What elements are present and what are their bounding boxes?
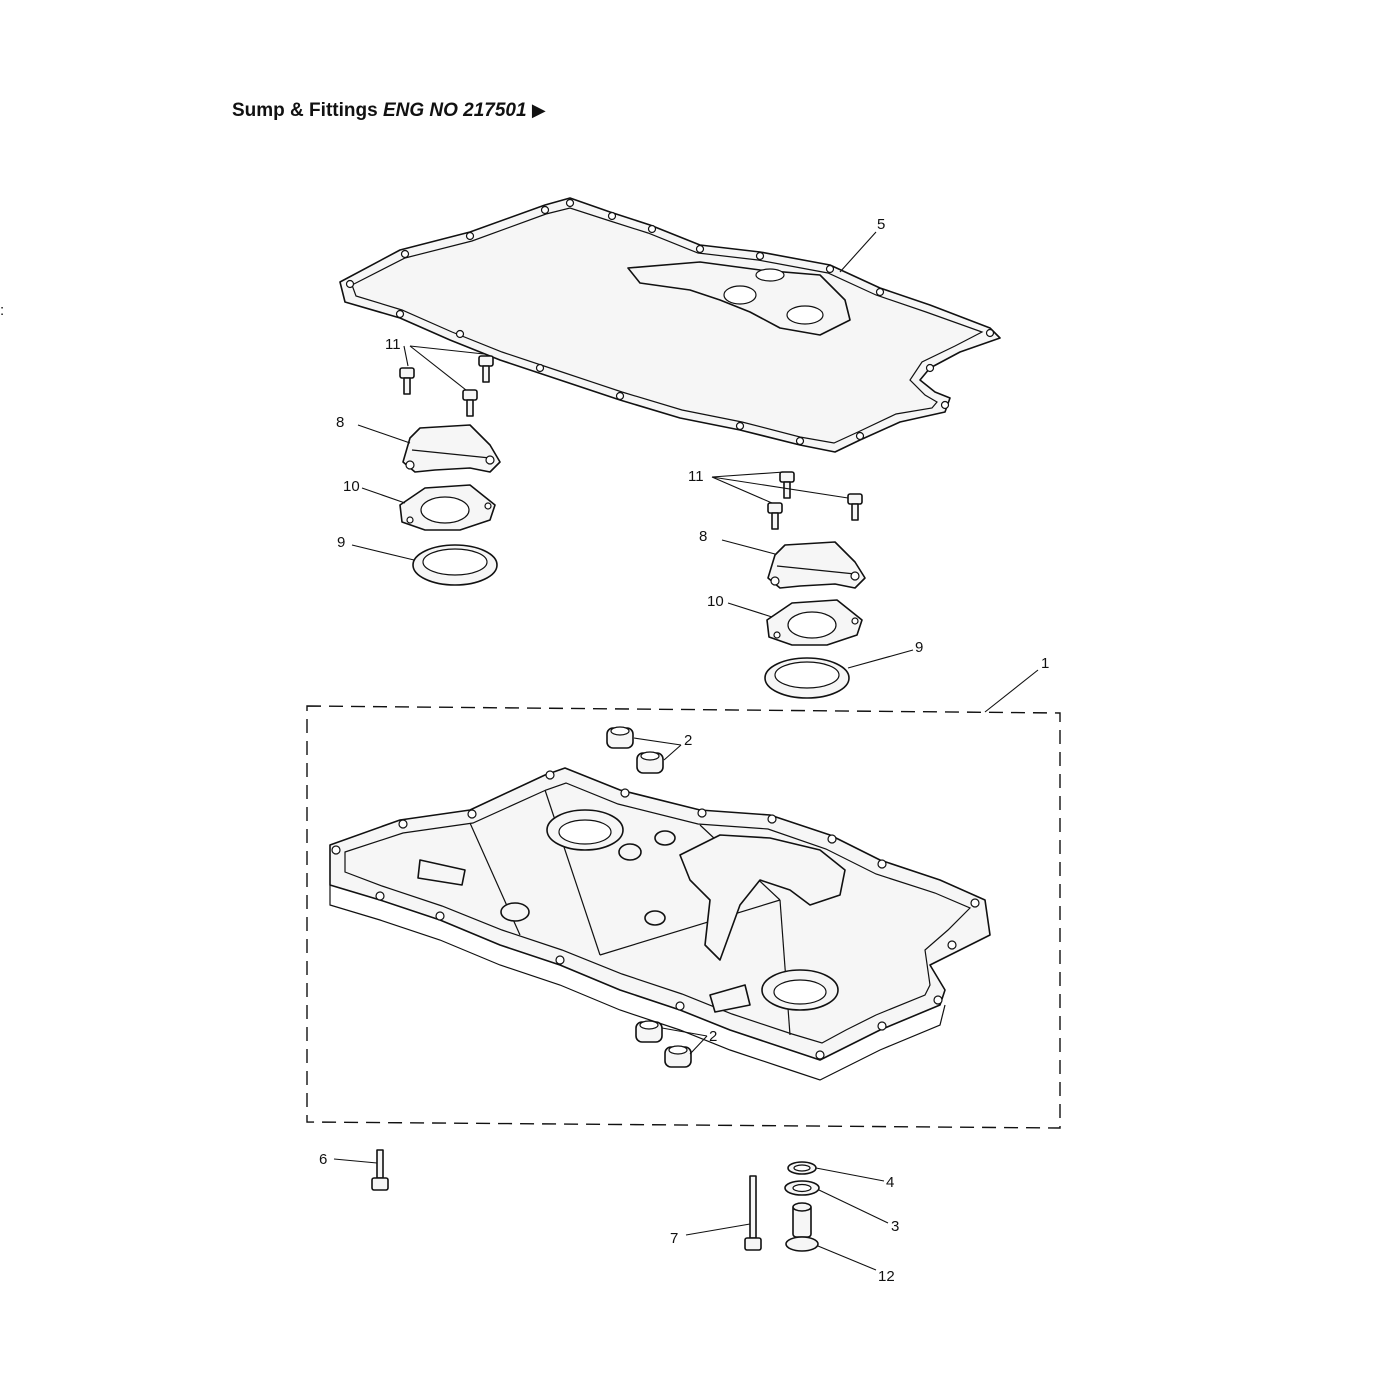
drain-plug-12 — [785, 1202, 819, 1252]
callout-11-right: 11 — [688, 468, 704, 485]
callout-9-right: 9 — [915, 639, 923, 656]
page-title: Sump & Fittings ENG NO 217501 ▶ — [232, 100, 546, 122]
margin-mark: : — [0, 302, 4, 319]
dowel-pair-bottom — [635, 1020, 692, 1068]
callout-10-left: 10 — [343, 478, 360, 495]
sump-bolt-bosses — [331, 770, 980, 1060]
flange-gasket-right — [766, 599, 863, 646]
washer-3 — [784, 1180, 820, 1196]
callout-2-bottom: 2 — [709, 1028, 717, 1045]
callout-2-top: 2 — [684, 732, 692, 749]
callout-11-left: 11 — [385, 336, 401, 353]
callout-5: 5 — [877, 216, 885, 233]
title-engine-number: ENG NO 217501 — [382, 100, 527, 121]
sump-pan — [329, 767, 991, 1081]
dowel-pair-top — [606, 726, 664, 774]
callout-8-right: 8 — [699, 528, 707, 545]
seal-ring-right — [764, 657, 850, 699]
callout-8-left: 8 — [336, 414, 344, 431]
flange-gasket-left — [399, 484, 496, 531]
cover-plate-right — [767, 541, 866, 589]
callout-7: 7 — [670, 1230, 678, 1247]
callout-9-left: 9 — [337, 534, 345, 551]
callout-6: 6 — [319, 1151, 327, 1168]
callout-10-right: 10 — [707, 593, 724, 610]
title-main: Sump & Fittings — [232, 100, 378, 121]
callout-12: 12 — [878, 1268, 895, 1285]
bolt-group-left — [399, 355, 494, 417]
sump-gasket — [339, 197, 1001, 453]
callout-1: 1 — [1041, 655, 1049, 672]
assembly-dashed-box — [306, 705, 1061, 1129]
o-ring-4 — [787, 1161, 817, 1175]
gasket-bolt-holes — [345, 198, 995, 446]
long-bolt-7 — [744, 1175, 762, 1251]
cover-plate-left — [402, 424, 501, 473]
callout-labels: 5 11 8 10 9 11 8 10 9 1 2 2 6 7 4 3 12 — [319, 216, 1049, 1285]
leader-lines — [333, 231, 1039, 1271]
callout-3: 3 — [891, 1218, 899, 1235]
seal-ring-left — [412, 544, 498, 586]
bolt-6 — [371, 1149, 389, 1191]
play-arrow-icon: ▶ — [531, 100, 546, 120]
bolt-group-right — [767, 471, 863, 530]
callout-4: 4 — [886, 1174, 894, 1191]
